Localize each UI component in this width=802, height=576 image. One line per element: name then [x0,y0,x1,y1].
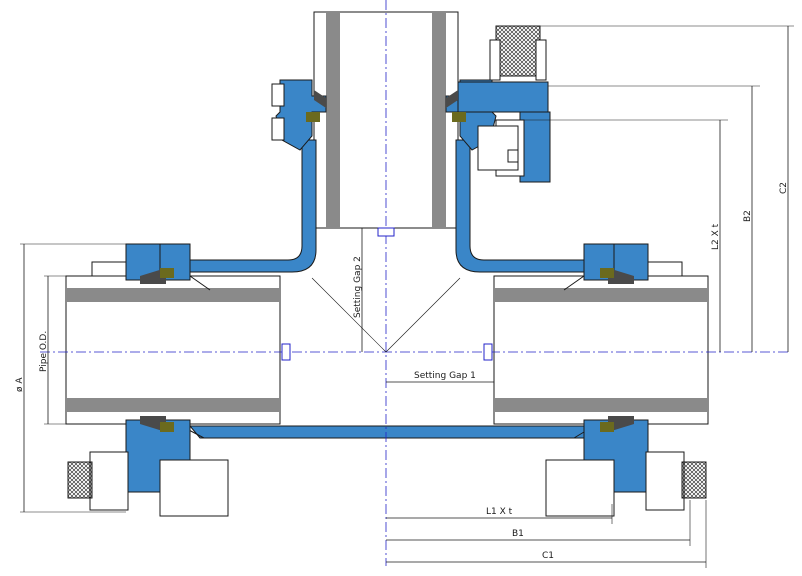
branch-coupling [271,25,551,183]
b2-label: B2 [743,210,753,222]
od-total-label: ø A [15,377,25,392]
right-coupling-bottom [545,416,707,517]
dim-l2: L2 X t [520,119,728,352]
left-coupling-bottom [67,416,229,517]
centerlines [40,0,790,566]
c1-label: C1 [542,551,554,561]
l1-label: L1 X t [486,507,513,517]
b1-label: B1 [512,529,524,539]
c2-label: C2 [779,182,789,194]
dim-b2: B2 [548,85,760,352]
setting-gap-2-label: Setting Gap 2 [353,256,363,318]
dim-pipe-od: Pipe O.D. [39,275,66,425]
setting-gap-1-label: Setting Gap 1 [414,371,476,381]
l2-label: L2 X t [711,223,721,250]
dim-l1: L1 X t [386,504,613,524]
dim-setting-gap-2: Setting Gap 2 [352,227,378,352]
right-coupling-top [563,243,683,291]
dim-od-total: ø A [15,243,126,513]
right-pipe [493,275,709,425]
dim-b1: B1 [386,500,691,546]
pipe-od-label: Pipe O.D. [39,331,49,372]
branch-pipe [313,11,459,229]
dim-c1: C1 [386,500,707,568]
left-pipe [65,275,281,425]
left-coupling-top [91,243,211,291]
dim-c2: C2 [540,25,794,352]
dim-setting-gap-1: Setting Gap 1 [386,360,495,388]
